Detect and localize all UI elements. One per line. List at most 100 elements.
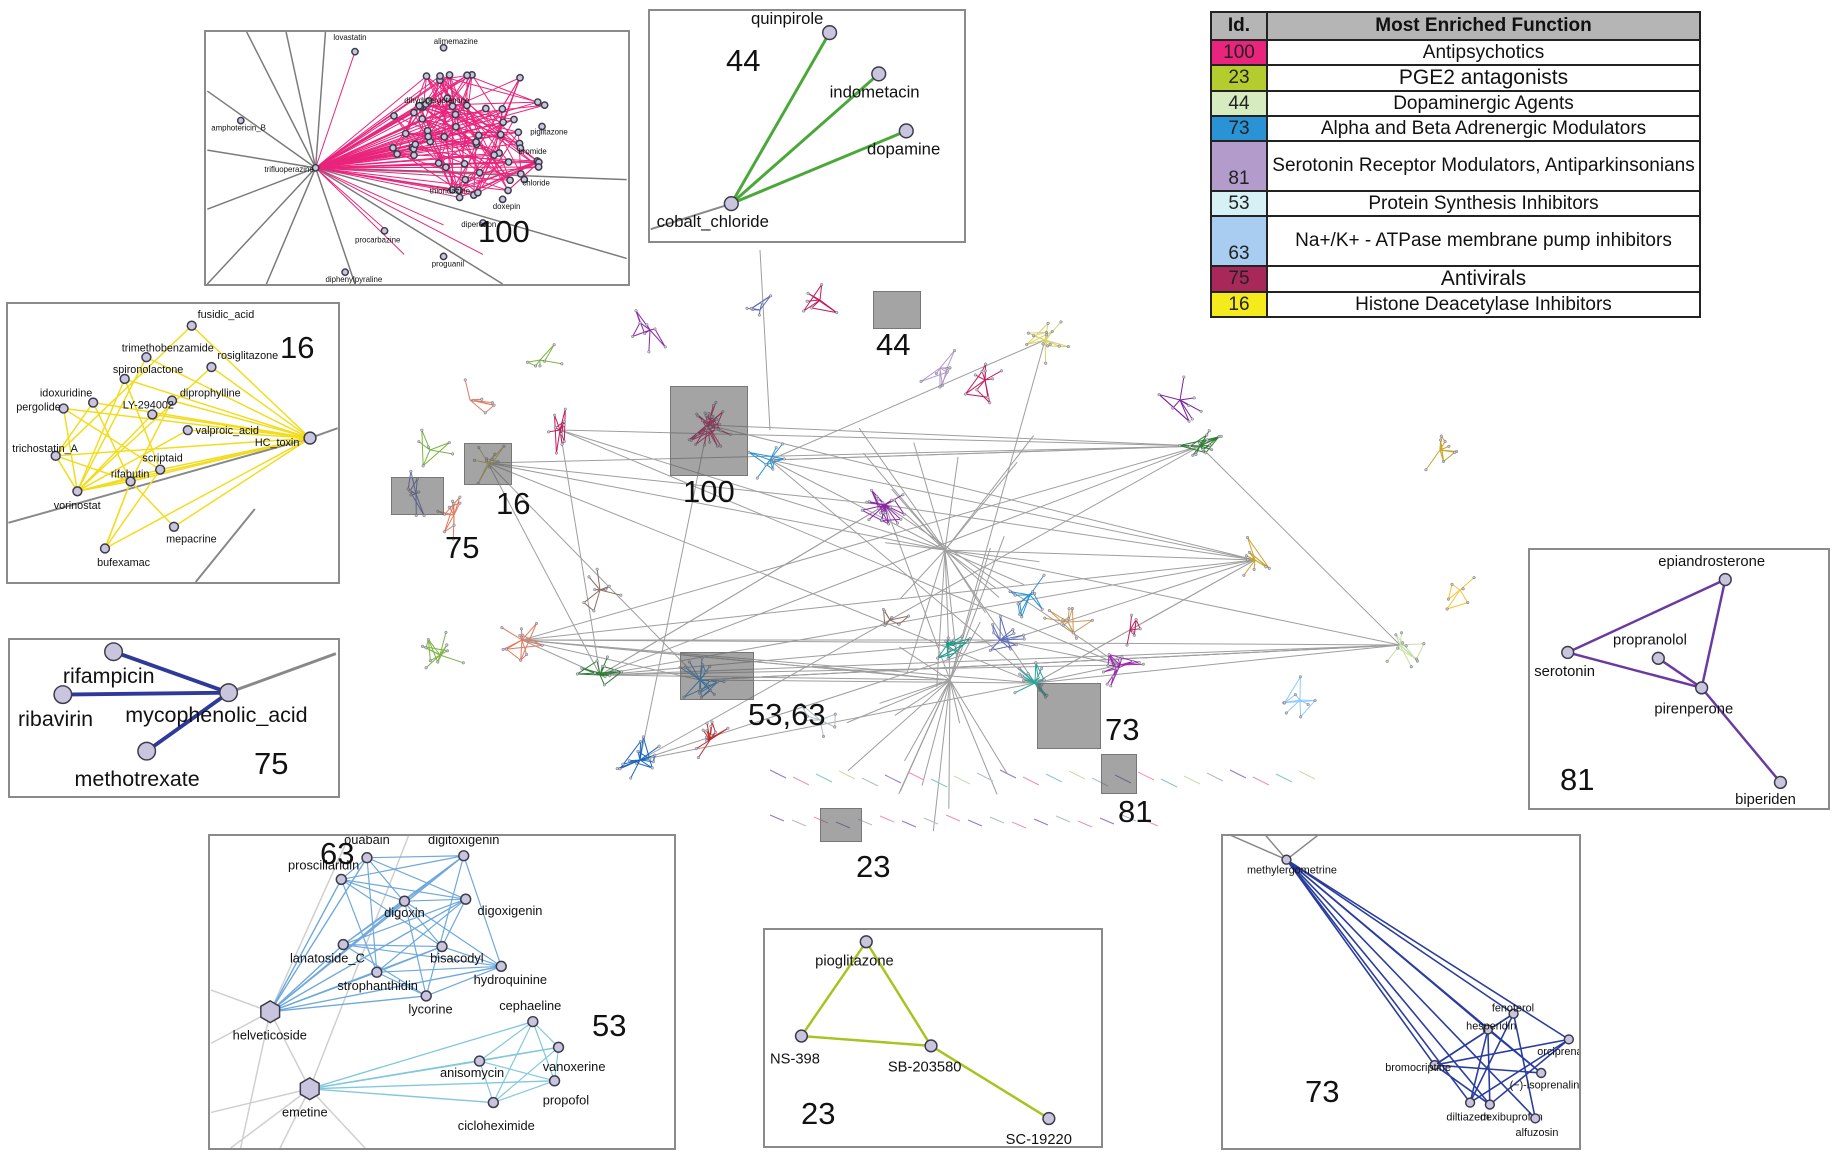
overview-edge bbox=[559, 429, 601, 676]
overview-cluster-edge bbox=[583, 589, 601, 604]
label-mycophenolic_acid: mycophenolic_acid bbox=[125, 703, 307, 727]
node-bufexamac bbox=[99, 543, 111, 554]
overview-edge bbox=[1034, 644, 1401, 684]
edge-background bbox=[269, 836, 350, 1013]
node-cephaeline bbox=[527, 1015, 539, 1028]
overview-node bbox=[1461, 587, 1465, 591]
edge-epiandrosterone-pirenperone bbox=[1700, 579, 1727, 689]
edge-pergolide-vorinostat bbox=[62, 408, 79, 492]
edge-53-propofol bbox=[309, 1080, 555, 1090]
node-hesperidin bbox=[1482, 1024, 1494, 1035]
overview-node bbox=[1130, 613, 1134, 617]
overview-node bbox=[1450, 582, 1454, 586]
overview-node bbox=[755, 476, 759, 480]
overview-node bbox=[501, 647, 505, 651]
label-quinpirole: quinpirole bbox=[751, 11, 823, 28]
overview-node bbox=[1401, 641, 1405, 645]
overview-node bbox=[543, 359, 547, 363]
overview-cluster-edge bbox=[819, 713, 836, 721]
overview-node bbox=[1022, 637, 1026, 641]
overview-node bbox=[1109, 684, 1113, 688]
edge-hub bbox=[315, 167, 444, 226]
overview-node bbox=[1422, 642, 1426, 646]
edge-hc-fusidic_acid bbox=[191, 325, 311, 439]
overview-node bbox=[1191, 453, 1195, 457]
overview-node bbox=[953, 644, 957, 648]
overview-node bbox=[1439, 434, 1443, 438]
edge-cluster bbox=[449, 74, 466, 164]
edge-fenoterol-diltiazem bbox=[1469, 1013, 1515, 1103]
node-orciprenaline bbox=[1563, 1034, 1575, 1045]
overview-edge bbox=[639, 445, 1201, 761]
node-ribavirin bbox=[53, 685, 73, 705]
edge-hc-diprophylline bbox=[171, 399, 311, 439]
overview-node bbox=[1111, 674, 1115, 678]
overview-node bbox=[1090, 618, 1094, 622]
overview-cluster-edge bbox=[630, 759, 641, 779]
overview-chain-edge bbox=[1252, 776, 1270, 786]
panel-63-id: 63 bbox=[320, 836, 355, 871]
overview-node bbox=[639, 739, 643, 743]
edge-idoxuridine-rifabutin bbox=[92, 402, 132, 482]
overview-node bbox=[444, 630, 448, 634]
edge-rosiglitazone-vorinostat bbox=[76, 366, 212, 492]
overview-cluster-edge bbox=[939, 350, 955, 369]
label-ribavirin: ribavirin bbox=[18, 707, 93, 731]
overview-cluster-edge bbox=[1199, 430, 1210, 447]
edge-grey bbox=[315, 167, 504, 284]
overview-chain-edge bbox=[861, 777, 879, 787]
zoom-box-16 bbox=[464, 443, 512, 485]
overview-node bbox=[1138, 627, 1142, 631]
overview-node bbox=[1046, 321, 1050, 325]
overview-chain-edge bbox=[967, 819, 983, 827]
overview-node bbox=[1283, 701, 1287, 705]
edge-spironolactone-scriptaid bbox=[124, 378, 161, 470]
node-biperiden bbox=[1773, 775, 1788, 790]
overview-cluster-edge bbox=[748, 451, 785, 460]
overview-node bbox=[553, 426, 557, 430]
overview-cluster-edge bbox=[1447, 584, 1453, 600]
overview-cluster-edge bbox=[1179, 445, 1206, 454]
overview-edge bbox=[944, 461, 1018, 551]
edge-hc-valproic_acid bbox=[187, 429, 311, 439]
cluster-44-graph: quinpiroleindometacindopaminecobalt_chlo… bbox=[650, 11, 940, 231]
node-epiandrosterone bbox=[1718, 572, 1732, 587]
overview-cluster-edge bbox=[632, 322, 641, 337]
edge-cluster bbox=[444, 108, 503, 138]
overview-node bbox=[1036, 676, 1040, 680]
overview-cluster-edge bbox=[439, 654, 464, 664]
overview-cluster-edge bbox=[506, 648, 521, 661]
edge-63-inner bbox=[343, 944, 443, 948]
overview-edge bbox=[487, 462, 886, 506]
overview-node bbox=[1132, 633, 1136, 637]
overview-cluster-edge bbox=[1067, 619, 1093, 623]
edge-pioglitazone-NS-398 bbox=[800, 941, 868, 1037]
label-vanoxerine: vanoxerine bbox=[543, 1059, 606, 1074]
overview-cluster-edge bbox=[506, 639, 523, 650]
node-thioridazine bbox=[461, 175, 470, 184]
label-digoxin: digoxin bbox=[384, 905, 425, 920]
node-cluster bbox=[440, 132, 449, 141]
overview-cluster-edge bbox=[946, 350, 955, 369]
overview-edge bbox=[944, 549, 1000, 598]
overview-node bbox=[562, 423, 566, 427]
edge-63-inner bbox=[340, 878, 443, 948]
edge-grey bbox=[246, 32, 317, 169]
node-cluster bbox=[496, 130, 505, 139]
overview-cluster-edge bbox=[501, 627, 523, 641]
overview-node bbox=[764, 463, 768, 467]
edge-63-inner bbox=[341, 878, 405, 902]
overview-cluster-edge bbox=[992, 624, 1001, 641]
overview-cluster-edge bbox=[422, 449, 431, 467]
label-strophanthidin: strophanthidin bbox=[337, 978, 418, 993]
overview-edge bbox=[949, 339, 1046, 681]
overview-node bbox=[875, 494, 879, 498]
overview-node bbox=[701, 728, 705, 732]
node-cluster bbox=[401, 129, 410, 138]
overview-node bbox=[1246, 558, 1250, 562]
edge-me-bromocriptine bbox=[1285, 859, 1436, 1066]
overview-cluster-edge bbox=[894, 499, 905, 515]
overview-node bbox=[534, 364, 538, 368]
cluster-73-graph: methylergometrinefenoterolhesperidinorci… bbox=[1230, 836, 1579, 1139]
